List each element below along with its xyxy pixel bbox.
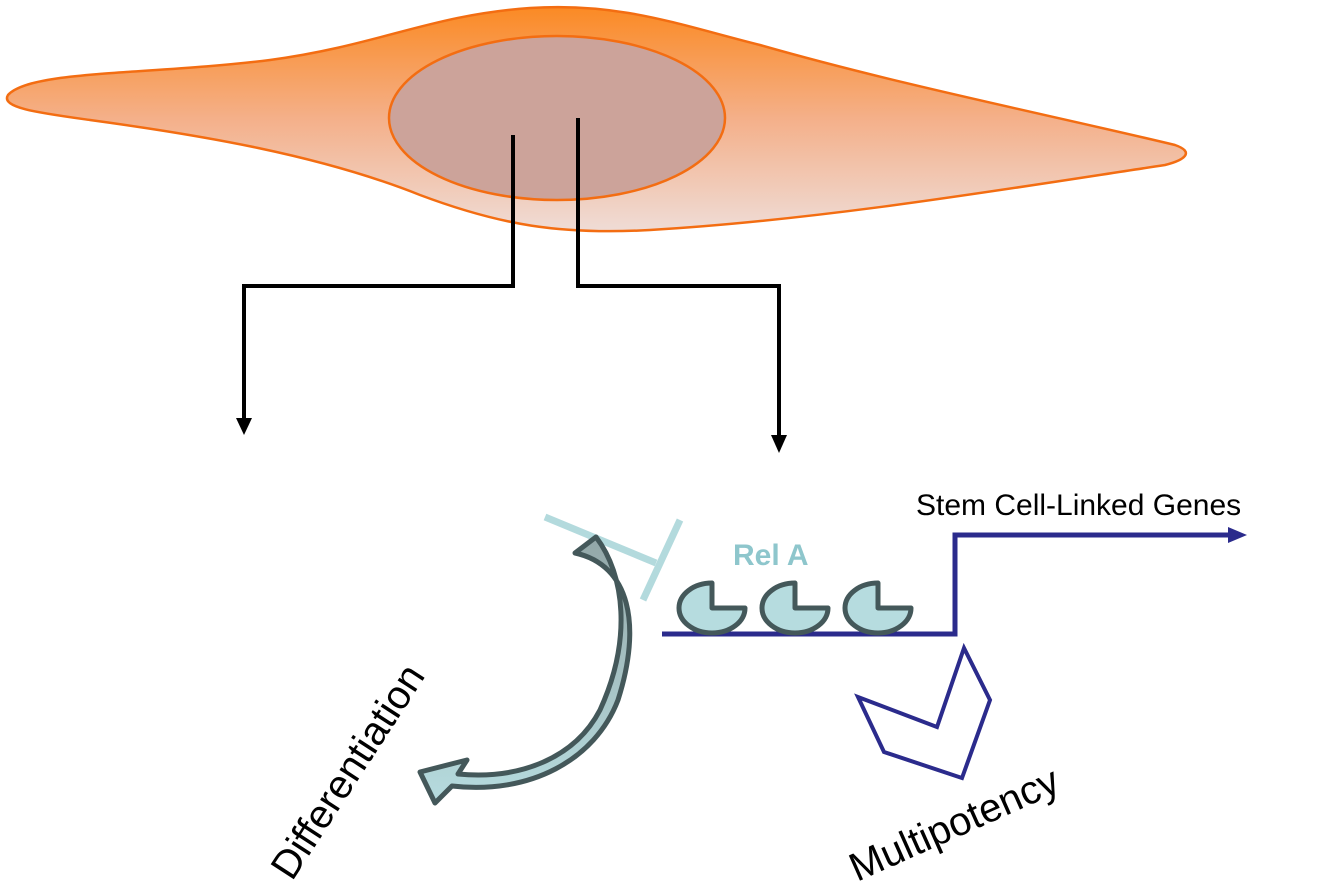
branch-arrows	[236, 118, 787, 453]
right-branch-arrow	[576, 118, 781, 437]
cell	[5, 5, 1188, 233]
left-arrowhead-icon	[236, 418, 252, 435]
rel-a-proteins	[676, 580, 914, 636]
left-branch-arrow	[242, 135, 515, 420]
inhibition-bar	[639, 518, 684, 602]
differentiation-label: Differentiation	[263, 657, 434, 887]
transcription-arrowhead-icon	[1228, 527, 1247, 543]
rel-a-protein	[759, 580, 831, 636]
rel-a-protein	[676, 580, 748, 636]
differentiation-curved-arrow	[417, 534, 633, 806]
multipotency-chevron-icon	[854, 642, 993, 781]
rel-a-label: Rel A	[733, 539, 809, 572]
nucleus	[387, 34, 727, 202]
inhibition-symbol	[543, 513, 684, 602]
multipotency-label: Multipotency	[843, 759, 1066, 887]
right-arrowhead-icon	[771, 435, 787, 453]
stem-cell-genes-label: Stem Cell-Linked Genes	[916, 489, 1241, 522]
gene-promoter-line	[662, 532, 1232, 637]
rel-a-protein	[842, 580, 914, 636]
